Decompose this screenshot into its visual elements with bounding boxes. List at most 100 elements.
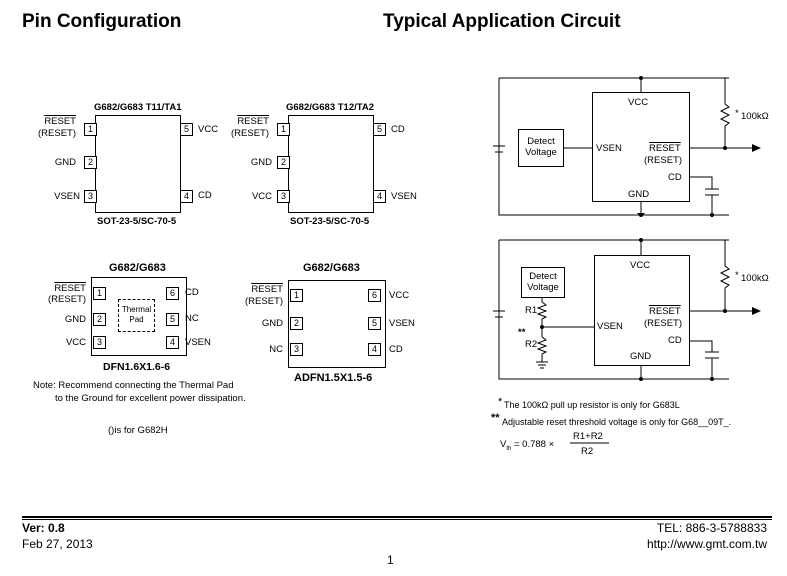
- pkg2-pin3: 3: [277, 190, 290, 203]
- pkg3-pin5: 5: [166, 313, 179, 326]
- pkg2-pin1-label: RESET: [237, 116, 269, 127]
- c2-res: 100kΩ: [741, 273, 769, 284]
- c1-detect-label-1: Detect: [527, 136, 555, 147]
- typical-app-heading: Typical Application Circuit: [383, 11, 621, 32]
- c2-detect-label-1: Detect: [529, 271, 557, 282]
- thermal-pad: Thermal Pad: [118, 299, 155, 332]
- c1-vcc: VCC: [628, 97, 649, 108]
- pkg1-body: [95, 115, 181, 213]
- pkg2-pin3-label: VCC: [251, 191, 272, 202]
- pkg1-pin2-label: GND: [54, 157, 76, 168]
- c1-star: *: [735, 108, 739, 119]
- pkg4-title: G682/G683: [303, 262, 360, 274]
- thermal-note-2: to the Ground for excellent power dissip…: [55, 393, 246, 404]
- pkg1-pin3-label: VSEN: [54, 191, 80, 202]
- pkg2-footer: SOT-23-5/SC-70-5: [290, 216, 370, 227]
- fn1-star: *: [498, 396, 503, 408]
- pkg2-pin1: 1: [277, 123, 290, 136]
- c1-detect-voltage: Detect Voltage: [518, 129, 564, 167]
- pkg1-pin5: 5: [180, 123, 193, 136]
- pkg3-pin3-label: VCC: [65, 337, 86, 348]
- formula-numerator: R1+R2: [573, 431, 603, 442]
- pkg4-pin5-label: VSEN: [389, 318, 415, 329]
- pkg3-pin6: 6: [166, 287, 179, 300]
- fn2-star: **: [491, 412, 500, 424]
- pkg4-pin6: 6: [368, 289, 381, 302]
- pkg1-pin2: 2: [84, 156, 97, 169]
- pkg1-pin4-label: CD: [198, 190, 212, 201]
- pkg2-title: G682/G683 T12/TA2: [286, 102, 375, 113]
- pkg4-pin4-label: CD: [389, 344, 403, 355]
- pkg3-pin4-label: VSEN: [185, 337, 211, 348]
- date: Feb 27, 2013: [22, 537, 93, 551]
- pkg3-footer: DFN1.6X1.6-6: [103, 361, 171, 373]
- pkg2-pin5-label: CD: [391, 124, 405, 135]
- formula-denominator: R2: [581, 446, 594, 457]
- pkg2-pin4-label: VSEN: [391, 191, 417, 202]
- website-link[interactable]: http://www.gmt.com.tw: [646, 537, 767, 551]
- pkg2-pin2: 2: [277, 156, 290, 169]
- pkg3-pin1: 1: [93, 287, 106, 300]
- c1-cd: CD: [668, 172, 682, 183]
- pkg4-pin3-label: NC: [269, 344, 283, 355]
- pkg3-pin5-label: NC: [185, 313, 199, 324]
- pkg4-footer: ADFN1.5X1.5-6: [294, 372, 373, 384]
- c1-vsen: VSEN: [596, 143, 622, 154]
- pkg2-pin5: 5: [373, 123, 386, 136]
- pkg3-pin1-alt: (RESET): [48, 294, 86, 305]
- pkg1-pin1: 1: [84, 123, 97, 136]
- formula-v: V: [500, 439, 507, 450]
- version: Ver: 0.8: [22, 521, 65, 535]
- fn1-text: The 100kΩ pull up resistor is only for G…: [504, 400, 680, 410]
- pkg1-footer: SOT-23-5/SC-70-5: [97, 216, 177, 227]
- formula-sub: th: [506, 445, 512, 452]
- c1-detect-label-2: Voltage: [525, 147, 557, 158]
- pkg4-pin2-label: GND: [261, 318, 283, 329]
- pin-config-heading: Pin Configuration: [22, 11, 182, 32]
- pkg2-pin2-label: GND: [250, 157, 272, 168]
- pkg1-pin4: 4: [180, 190, 193, 203]
- c2-detect-label-2: Voltage: [527, 282, 559, 293]
- formula-vth: Vth = 0.788 ×: [500, 439, 554, 452]
- c2-vcc: VCC: [630, 260, 651, 271]
- g682h-note: ()is for G682H: [108, 425, 168, 436]
- fn2-text: Adjustable reset threshold voltage is on…: [502, 417, 732, 427]
- c2-star: *: [735, 270, 739, 281]
- footer-rule-thin: [22, 519, 772, 520]
- footer-rule-thick: [22, 516, 772, 518]
- formula-eq: = 0.788 ×: [514, 439, 555, 450]
- pkg4-pin2: 2: [290, 317, 303, 330]
- c2-gnd: GND: [630, 351, 652, 362]
- pkg2-pin4: 4: [373, 190, 386, 203]
- pkg2-body: [288, 115, 374, 213]
- page-number: 1: [387, 553, 394, 567]
- c2-vsen: VSEN: [597, 321, 623, 332]
- c1-res: 100kΩ: [741, 111, 769, 122]
- thermal-pad-label-1: Thermal: [121, 305, 152, 314]
- thermal-pad-label-2: Pad: [129, 315, 144, 324]
- pkg4-pin1-label: RESET: [251, 284, 283, 295]
- pkg4-pin4: 4: [368, 343, 381, 356]
- pkg3-pin3: 3: [93, 336, 106, 349]
- pkg3-pin2: 2: [93, 313, 106, 326]
- pkg4-pin5: 5: [368, 317, 381, 330]
- pkg4-pin1: 1: [290, 289, 303, 302]
- pkg4-pin6-label: VCC: [389, 290, 410, 301]
- pkg2-pin1-alt: (RESET): [231, 128, 269, 139]
- c2-r1: R1: [525, 305, 538, 316]
- c2-cd: CD: [668, 335, 682, 346]
- c2-reset: RESET: [649, 306, 681, 317]
- c2-dstar: **: [518, 327, 526, 338]
- pkg3-pin1-label: RESET: [54, 283, 86, 294]
- pkg1-pin1-label: RESET: [44, 116, 76, 127]
- c2-ic: [594, 255, 690, 366]
- pkg1-title: G682/G683 T11/TA1: [94, 102, 182, 113]
- c1-gnd: GND: [628, 189, 650, 200]
- pkg3-pin4: 4: [166, 336, 179, 349]
- tel: TEL: 886-3-5788833: [656, 521, 767, 535]
- thermal-note-1: Note: Recommend connecting the Thermal P…: [33, 380, 234, 391]
- pkg3-title: G682/G683: [109, 262, 166, 274]
- c1-reset: RESET: [649, 143, 681, 154]
- pkg3-pin6-label: CD: [185, 287, 199, 298]
